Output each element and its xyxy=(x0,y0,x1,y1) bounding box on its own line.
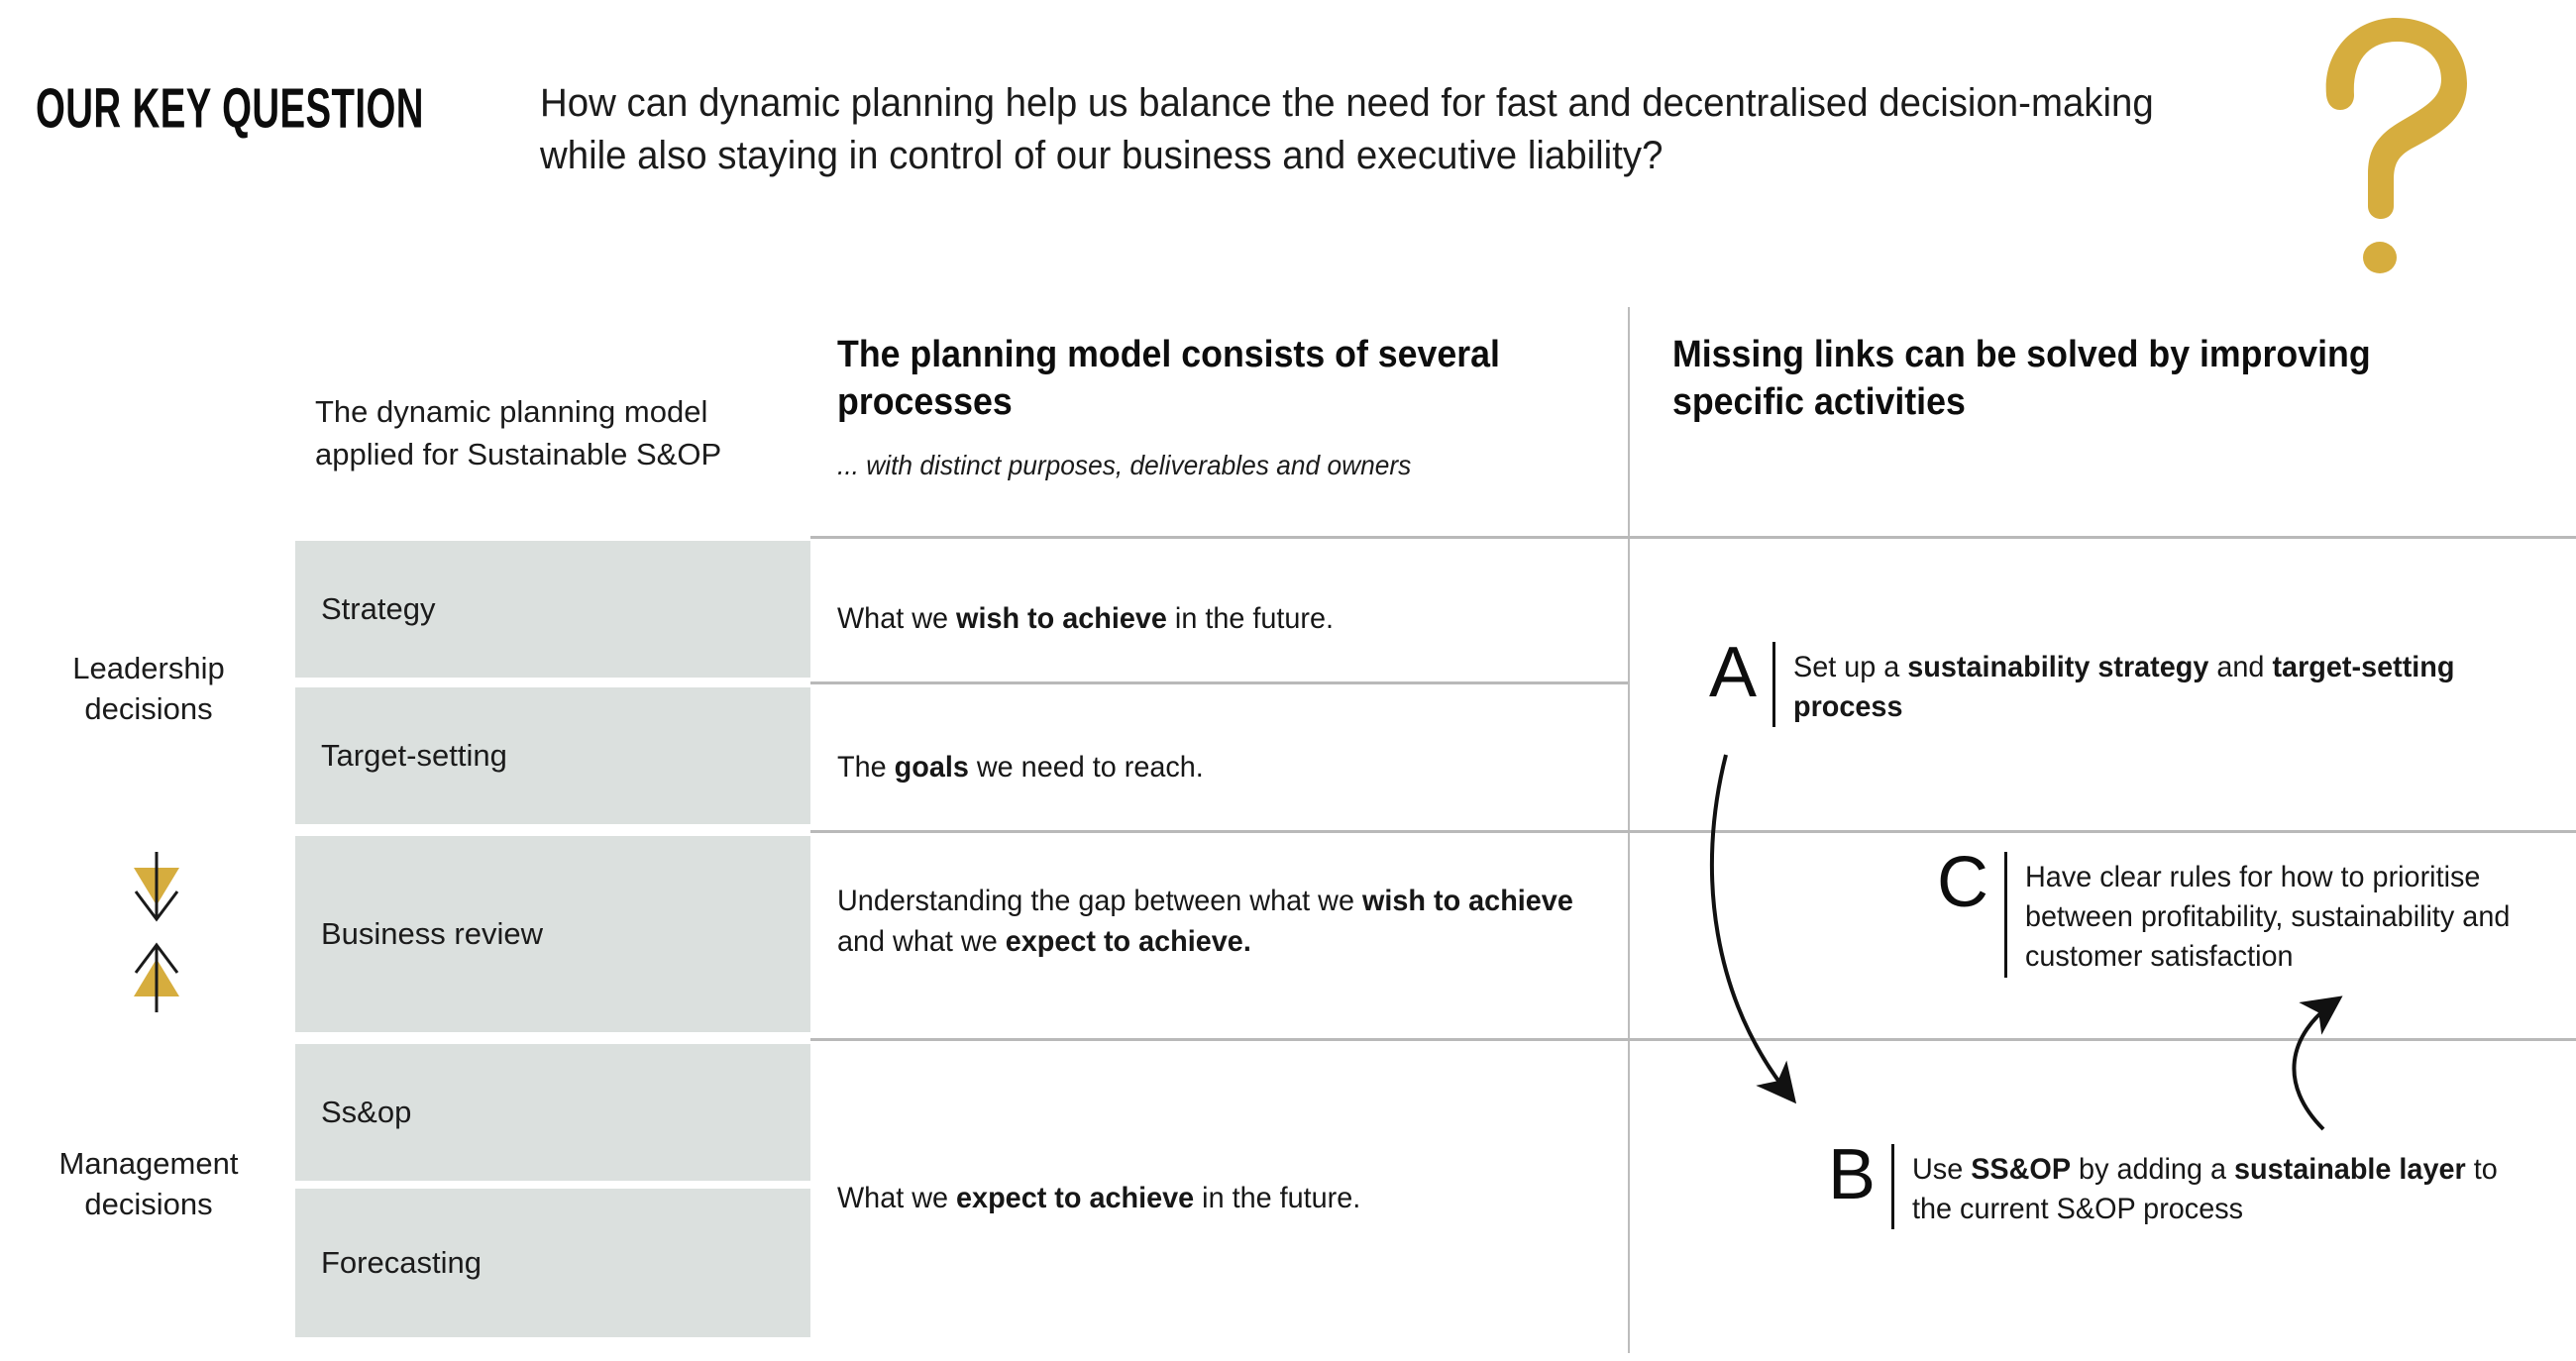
question-mark-icon xyxy=(2308,10,2487,277)
activity-emphasis: SS&OP xyxy=(1971,1153,2072,1186)
activity-text-part: Set up a xyxy=(1792,651,1908,683)
row-divider-strategy-target xyxy=(810,681,1628,684)
group-label-management-line2: decisions xyxy=(84,1186,213,1221)
page-title: OUR KEY QUESTION xyxy=(36,78,424,141)
activity-emphasis: target-setting process xyxy=(1792,651,2455,724)
activity-divider xyxy=(2004,852,2007,978)
activity-letter: B xyxy=(1828,1135,1877,1214)
desc-text: What we xyxy=(837,1182,957,1214)
process-cell-target-setting: Target-setting xyxy=(295,687,810,824)
page-header: OUR KEY QUESTION How can dynamic plannin… xyxy=(0,0,2576,297)
description-strategy: What we wish to achieve in the future. xyxy=(837,599,1588,640)
group-label-management-line1: Management xyxy=(58,1146,239,1181)
desc-emphasis: goals xyxy=(894,751,969,784)
arrow-b-to-c xyxy=(2292,995,2343,1131)
group-label-management: Management decisions xyxy=(10,1144,287,1225)
activity-divider xyxy=(1891,1144,1895,1230)
activity-text: Set up a sustainability strategy and tar… xyxy=(1793,642,2474,727)
row-divider-business-sop xyxy=(810,1038,2576,1041)
column-3-title: Missing links can be solved by improving… xyxy=(1672,334,2371,423)
desc-text: in the future. xyxy=(1166,602,1335,635)
column-1-header: The dynamic planning model applied for S… xyxy=(315,394,722,471)
group-label-leadership: Leadership decisions xyxy=(10,649,287,730)
process-label: Target-setting xyxy=(321,738,507,773)
activity-text-part: by adding a xyxy=(2071,1153,2235,1186)
process-label: Business review xyxy=(321,916,543,951)
desc-text: Understanding the gap between what we xyxy=(837,885,1362,917)
activity-letter: A xyxy=(1709,633,1758,712)
desc-text: and what we xyxy=(837,924,1006,958)
activity-emphasis: sustainable layer xyxy=(2234,1153,2466,1186)
description-target-setting: The goals we need to reach. xyxy=(837,748,1588,788)
description-business-review: Understanding the gap between what we wi… xyxy=(837,882,1588,963)
desc-text: in the future. xyxy=(1194,1182,1361,1214)
activity-text: Use SS&OP by adding a sustainable layer … xyxy=(1912,1144,2502,1229)
process-label: Strategy xyxy=(321,591,436,626)
activity-text-part: to the current S&OP process xyxy=(1912,1153,2498,1226)
desc-emphasis: expect to achieve xyxy=(956,1182,1195,1214)
row-divider-target-business xyxy=(810,830,2576,833)
activity-item-c: C Have clear rules for how to prioritise… xyxy=(1937,843,2551,978)
process-cell-business-review: Business review xyxy=(295,836,810,1032)
column-2-subtitle: ... with distinct purposes, deliverables… xyxy=(837,450,1412,480)
description-ssop-forecasting: What we expect to achieve in the future. xyxy=(837,1179,1588,1219)
activity-text-part: and xyxy=(2208,651,2273,683)
group-label-leadership-line2: decisions xyxy=(84,690,213,726)
desc-emphasis: wish to achieve xyxy=(1361,885,1573,917)
activity-item-a: A Set up a sustainability strategy and t… xyxy=(1709,633,2502,728)
desc-text: What we xyxy=(837,602,957,635)
column-2-title: The planning model consists of several p… xyxy=(837,334,1500,423)
desc-text: we need to reach. xyxy=(968,751,1204,784)
key-question-text: How can dynamic planning help us balance… xyxy=(540,81,2154,178)
activity-emphasis: sustainability strategy xyxy=(1907,651,2209,683)
activity-text-part: Use xyxy=(1912,1153,1972,1186)
header-bottom-rule xyxy=(810,536,2576,539)
group-label-leadership-line1: Leadership xyxy=(72,651,225,685)
arrow-up-icon xyxy=(122,929,191,1014)
arrow-down-icon xyxy=(122,850,191,935)
process-cell-ssop: Ss&op xyxy=(295,1044,810,1181)
activity-item-b: B Use SS&OP by adding a sustainable laye… xyxy=(1828,1135,2541,1230)
process-label: Ss&op xyxy=(321,1095,412,1129)
desc-text: The xyxy=(837,751,895,784)
process-cell-strategy: Strategy xyxy=(295,541,810,678)
process-cell-forecasting: Forecasting xyxy=(295,1189,810,1337)
arrow-a-to-b xyxy=(1709,754,1797,1104)
desc-emphasis: expect to achieve. xyxy=(1005,924,1251,958)
desc-emphasis: wish to achieve xyxy=(956,602,1167,635)
activity-divider xyxy=(1772,642,1775,728)
activity-letter: C xyxy=(1937,843,1988,922)
activity-text: Have clear rules for how to prioritise b… xyxy=(2025,852,2520,978)
column-2-header: The planning model consists of several p… xyxy=(837,332,1610,483)
process-label: Forecasting xyxy=(321,1245,482,1280)
activity-text-part: Have clear rules for how to prioritise b… xyxy=(2025,861,2511,974)
